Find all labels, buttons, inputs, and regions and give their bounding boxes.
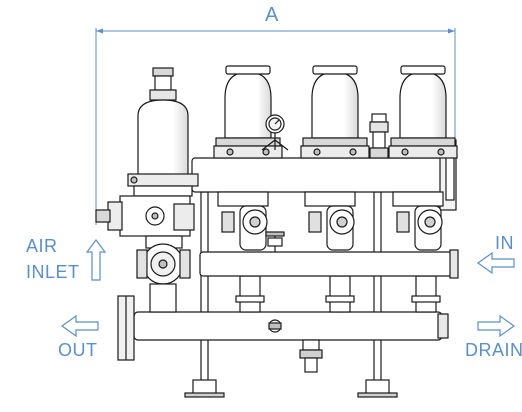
support-legs [184, 191, 398, 398]
outlet-manifold [117, 295, 449, 361]
side-valve-block [95, 195, 195, 237]
dimension-label: A [265, 4, 279, 26]
drain-valve [299, 339, 323, 373]
inlet-arrow-icon [476, 251, 515, 275]
drain-label: DRAIN [465, 340, 522, 360]
air-label: AIR [26, 236, 58, 256]
drain-arrow-icon [477, 314, 516, 338]
dimension-line [95, 28, 456, 225]
main-valve [136, 235, 191, 313]
filter-unit-1 [213, 65, 283, 251]
filter-unit-2 [300, 65, 370, 251]
inlet-manifold [199, 249, 459, 279]
hydraulic-filter [127, 67, 199, 197]
air-inlet-arrow-icon [85, 239, 107, 281]
air-release-valve [369, 113, 389, 159]
outlet-arrow-icon [60, 314, 99, 338]
inlet-label: IN [495, 233, 514, 253]
inlet-air-label: INLET [26, 262, 80, 282]
filter-unit-3 [388, 65, 458, 251]
outlet-label: OUT [58, 340, 98, 360]
manual-valve [265, 231, 285, 252]
drain-connectors [235, 275, 441, 313]
pressure-gauge [261, 114, 289, 151]
